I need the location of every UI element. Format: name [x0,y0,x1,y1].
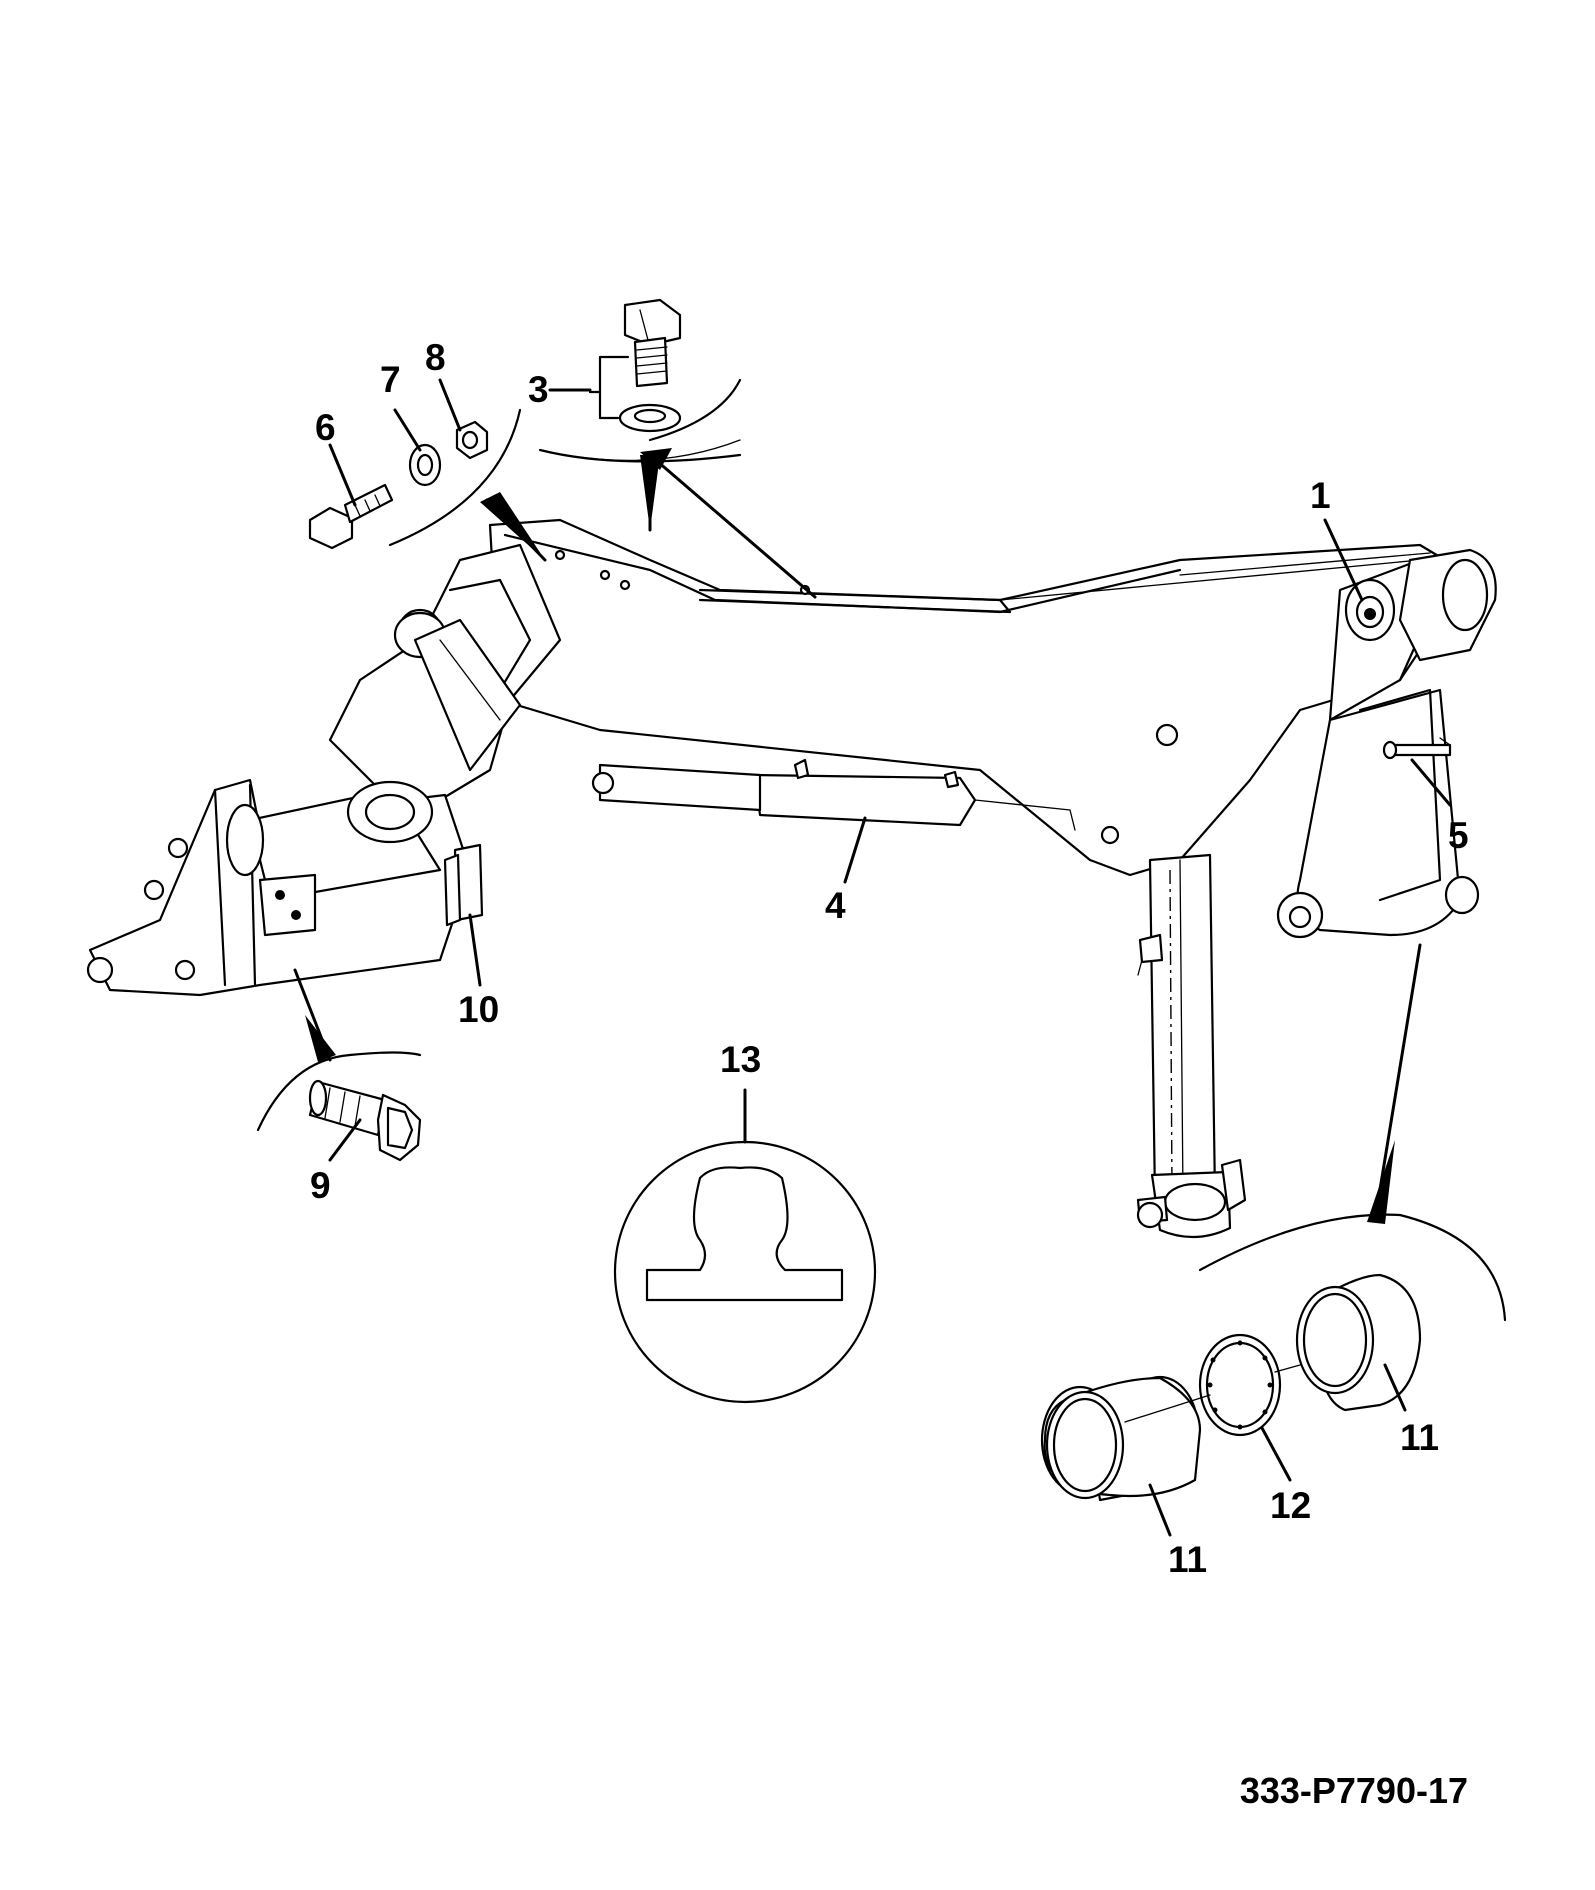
callout-4: 4 [825,885,846,926]
detail-part-9-bolt [256,1051,422,1162]
left-mounting-assembly [86,611,522,997]
callout-1: 1 [1310,475,1331,516]
main-frame-kingpost [328,518,1497,1239]
callout-9: 9 [310,1165,331,1206]
callout-3: 3 [528,369,549,410]
callout-11-left: 11 [1168,1539,1207,1580]
detail-parts-6-7-8 [308,408,522,550]
callout-8: 8 [425,337,446,378]
callout-12: 12 [1270,1485,1311,1526]
callout-labels: 1 3 4 5 6 7 8 9 10 11 12 11 13 [310,337,1469,1580]
callout-5: 5 [1448,815,1469,856]
callout-11-right: 11 [1400,1417,1439,1458]
part-4-wear-strip [591,758,1076,831]
leader-arrows [293,378,1452,1537]
drawing-number: 333-P7790-17 [1240,1770,1468,1811]
callout-7: 7 [380,359,401,400]
callout-10: 10 [458,989,499,1030]
detail-part-3-bolt-washer [538,298,742,463]
detail-parts-11-12-bushes [1040,1213,1507,1502]
detail-part-13-section [613,1140,877,1404]
callout-13: 13 [720,1039,761,1080]
callout-6: 6 [315,407,336,448]
